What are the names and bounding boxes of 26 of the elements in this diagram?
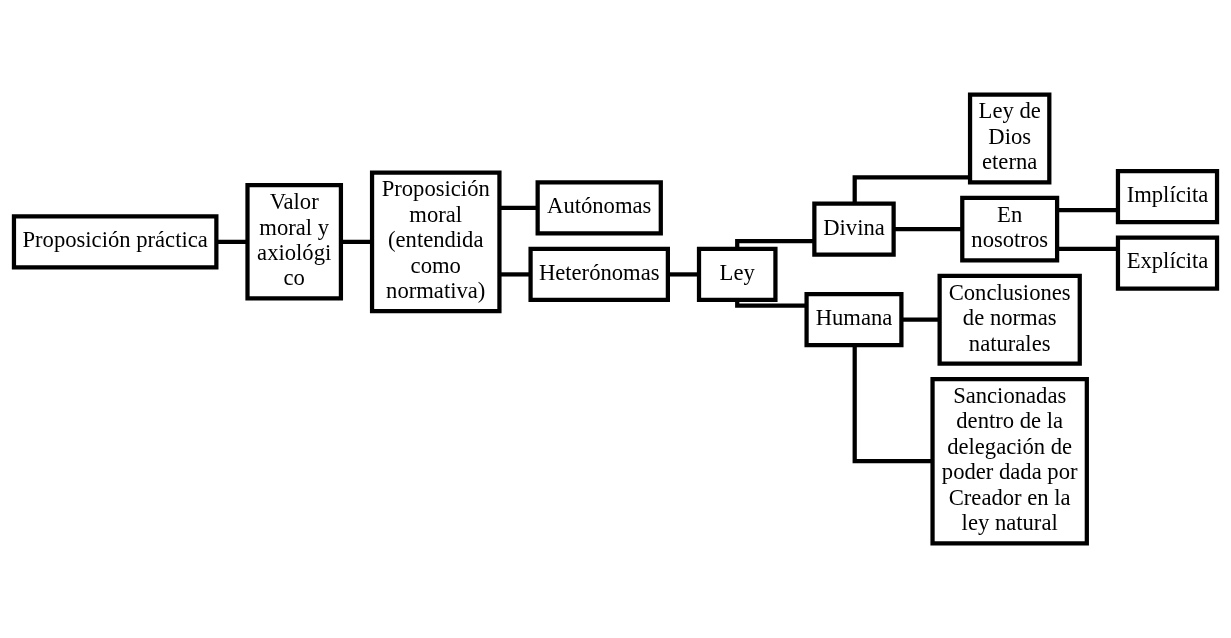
node-box: Divina: [812, 201, 896, 257]
node-box: Humana: [804, 292, 904, 348]
connector: [1057, 246, 1118, 252]
connector: [340, 239, 372, 244]
node-box: Implícita: [1115, 168, 1220, 225]
node-box: Conclusiones de normas naturales: [937, 273, 1082, 366]
connector: [735, 300, 807, 308]
node-box: Heterónomas: [528, 246, 670, 302]
connector: [499, 272, 531, 277]
node-box: Ley: [696, 246, 778, 302]
connector: [216, 239, 248, 244]
node-box: Ley de Dios eterna: [967, 92, 1052, 185]
node-box: Valor moral y axiológico: [245, 183, 344, 301]
connector: [1057, 207, 1118, 213]
connector: [852, 345, 933, 464]
connector: [735, 239, 814, 249]
connector: [893, 227, 962, 232]
node-box: Explícita: [1115, 235, 1220, 291]
connector: [668, 272, 699, 277]
connector: [499, 205, 538, 210]
node-box: Sancionadas dentro de la delegación de poder dada por Creador en la ley natural: [930, 377, 1089, 546]
connector: [901, 317, 940, 322]
node-box: Proposición moral (entendida como normativa): [369, 170, 502, 314]
node-box: Proposición práctica: [11, 214, 219, 270]
node-box: Autónomas: [535, 180, 663, 236]
node-box: En nosotros: [960, 195, 1060, 263]
